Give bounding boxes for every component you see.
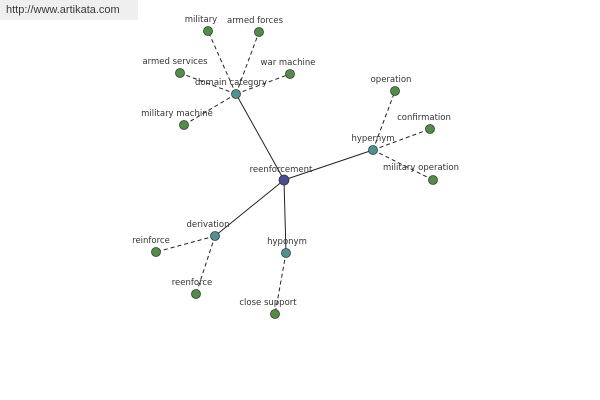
leaf-node-close-support[interactable]: close support	[239, 298, 297, 319]
leaf-node-reinforce-label: reinforce	[132, 236, 170, 246]
relation-node-hypernym-dot[interactable]	[368, 145, 378, 155]
edge-root-hyponym	[283, 179, 287, 254]
leaf-node-armed-services[interactable]: armed services	[142, 57, 208, 78]
relation-node-domain-category[interactable]: domain category	[195, 78, 267, 99]
edge-domain-category-armed-services	[179, 72, 237, 95]
leaf-node-confirmation-dot[interactable]	[425, 124, 435, 134]
leaf-node-close-support-dot[interactable]	[270, 309, 280, 319]
relation-node-hyponym-dot[interactable]	[281, 248, 291, 258]
relation-node-hypernym[interactable]: hypernym	[351, 134, 395, 155]
leaf-node-war-machine-label: war machine	[261, 58, 316, 68]
leaf-node-operation-label: operation	[371, 75, 412, 85]
leaf-node-armed-forces-label: armed forces	[227, 16, 284, 26]
leaf-node-confirmation[interactable]: confirmation	[397, 113, 451, 134]
relation-node-domain-category-label: domain category	[195, 78, 267, 88]
leaf-node-military-label: military	[185, 15, 217, 25]
leaf-node-operation-dot[interactable]	[390, 86, 400, 96]
root-node-reenforcement-dot[interactable]	[278, 174, 290, 186]
edge-domain-category-military-machine	[183, 93, 237, 126]
relation-node-hyponym-label: hyponym	[267, 237, 307, 247]
edge-derivation-reenforce	[195, 235, 216, 295]
relation-node-derivation[interactable]: derivation	[186, 220, 230, 241]
leaf-node-military-machine[interactable]: military machine	[141, 109, 213, 130]
relation-node-domain-category-dot[interactable]	[231, 89, 241, 99]
edge-hyponym-close-support	[274, 252, 287, 315]
edge-hypernym-operation	[372, 90, 396, 151]
leaf-node-close-support-label: close support	[239, 298, 297, 308]
relation-node-hyponym[interactable]: hyponym	[267, 237, 307, 258]
edge-domain-category-military	[207, 30, 237, 95]
edge-root-hypernym	[283, 149, 374, 181]
edge-domain-category-war-machine	[235, 73, 291, 95]
leaf-node-reenforce-label: reenforce	[172, 278, 213, 288]
leaf-node-armed-forces-dot[interactable]	[254, 27, 264, 37]
relation-node-hypernym-label: hypernym	[351, 134, 394, 144]
relation-node-derivation-dot[interactable]	[210, 231, 220, 241]
root-node-reenforcement[interactable]: reenforcement	[250, 165, 313, 186]
site-link[interactable]: http://www.artikata.com	[6, 4, 120, 16]
site-banner: http://www.artikata.com	[0, 0, 138, 20]
leaf-node-military[interactable]: military	[185, 15, 217, 36]
leaf-node-operation[interactable]: operation	[371, 75, 412, 96]
leaf-node-reinforce-dot[interactable]	[151, 247, 161, 257]
leaf-node-armed-services-label: armed services	[142, 57, 208, 67]
graph-nodes: military armed forces armed services war ma…	[132, 15, 459, 319]
leaf-node-military-operation-label: military operation	[383, 163, 459, 173]
leaf-node-reinforce[interactable]: reinforce	[132, 236, 170, 257]
leaf-node-military-operation-dot[interactable]	[428, 175, 438, 185]
leaf-node-military-dot[interactable]	[203, 26, 213, 36]
relation-node-derivation-label: derivation	[186, 220, 229, 230]
edge-hypernym-confirmation	[372, 128, 431, 151]
leaf-node-reenforce-dot[interactable]	[191, 289, 201, 299]
graph-edges	[155, 30, 434, 315]
leaf-node-war-machine[interactable]: war machine	[261, 58, 316, 79]
edge-root-domain-category	[235, 93, 285, 181]
leaf-node-military-machine-dot[interactable]	[179, 120, 189, 130]
leaf-node-confirmation-label: confirmation	[397, 113, 451, 123]
leaf-node-armed-services-dot[interactable]	[175, 68, 185, 78]
leaf-node-military-operation[interactable]: military operation	[383, 163, 459, 185]
leaf-node-war-machine-dot[interactable]	[285, 69, 295, 79]
leaf-node-military-machine-label: military machine	[141, 109, 213, 119]
leaf-node-armed-forces[interactable]: armed forces	[227, 16, 284, 37]
leaf-node-reenforce[interactable]: reenforce	[172, 278, 213, 299]
edge-root-derivation	[214, 179, 285, 237]
root-node-reenforcement-label: reenforcement	[250, 165, 313, 175]
edge-derivation-reinforce	[155, 235, 216, 253]
